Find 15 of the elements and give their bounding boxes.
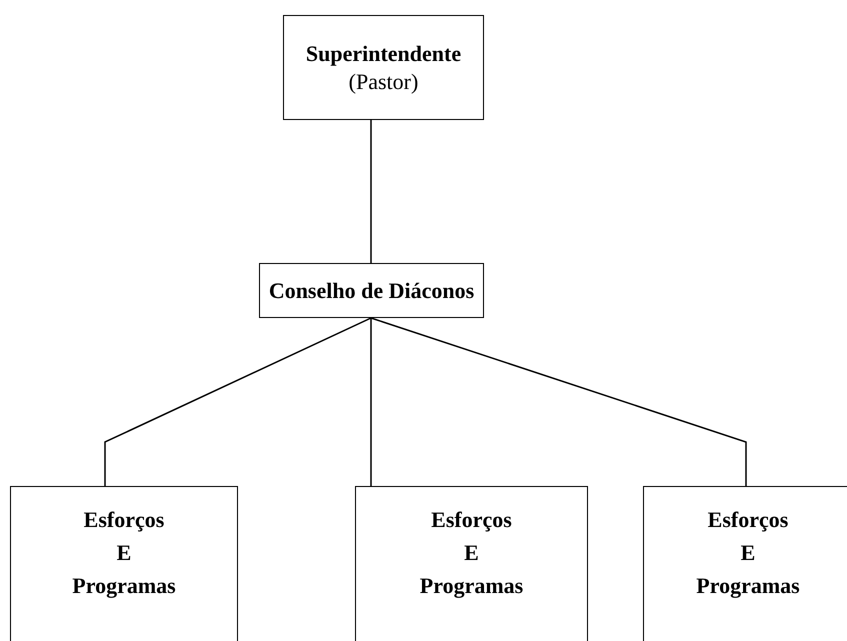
connector-line — [104, 317, 372, 486]
role-title: Esforços E Programas — [71, 506, 177, 600]
connector-line — [370, 318, 372, 486]
org-box — [283, 15, 484, 120]
role-title: Esforços E Programas — [695, 506, 801, 600]
org-box — [259, 263, 484, 318]
connector-line — [370, 120, 372, 263]
role-subtitle: (Pastor) — [348, 68, 418, 96]
role-title: Conselho de Diáconos — [268, 276, 474, 304]
org-box — [10, 486, 238, 641]
org-box — [643, 486, 847, 641]
role-title: Esforços E Programas — [418, 506, 524, 600]
role-title: Superintendente — [306, 40, 462, 68]
connector-line — [370, 317, 747, 486]
org-box — [355, 486, 588, 641]
